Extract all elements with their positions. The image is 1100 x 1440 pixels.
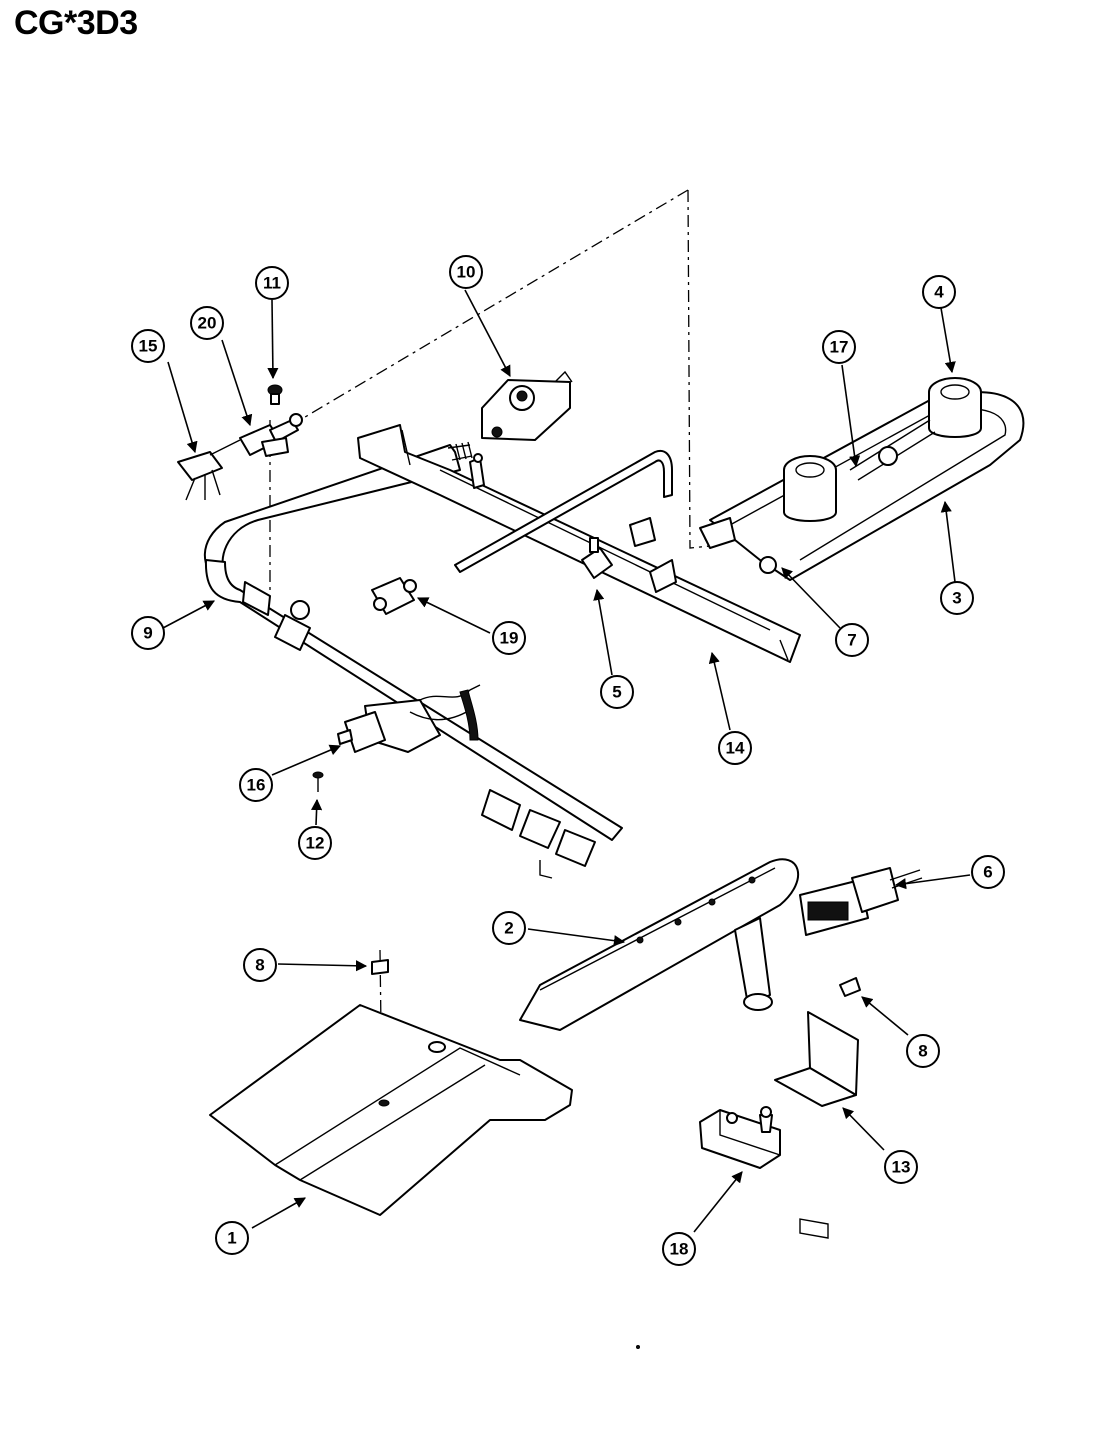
callout-1-label: 1 <box>227 1229 236 1248</box>
stray-dot <box>636 1345 640 1349</box>
callout-13: 13 <box>884 1150 918 1184</box>
callout-4: 4 <box>922 275 956 309</box>
callout-8a-label: 8 <box>255 956 264 975</box>
callout-5-label: 5 <box>612 683 621 702</box>
callout-6-label: 6 <box>983 863 992 882</box>
manifold-brackets <box>242 581 596 879</box>
part-16-gas-valve <box>337 684 481 753</box>
part-3-burner-assembly <box>699 377 1025 581</box>
part-8-clip-left <box>371 959 389 975</box>
callout-20-label: 20 <box>198 314 217 333</box>
part-11-screw <box>267 384 283 405</box>
callout-19-label: 19 <box>500 629 519 648</box>
callout-5: 5 <box>600 675 634 709</box>
callout-1: 1 <box>215 1221 249 1255</box>
callout-15: 15 <box>131 329 165 363</box>
callout-8b-label: 8 <box>918 1042 927 1061</box>
callout-16-label: 16 <box>247 776 266 795</box>
callout-4-label: 4 <box>934 283 944 302</box>
callout-7-label: 7 <box>847 631 856 650</box>
callout-17-label: 17 <box>830 338 849 357</box>
callout-20: 20 <box>190 306 224 340</box>
callout-9-label: 9 <box>143 624 152 643</box>
callout-14-label: 14 <box>726 739 745 758</box>
part-12-screw <box>312 771 324 792</box>
part-20-valve-fitting <box>239 413 303 457</box>
callout-3-label: 3 <box>952 589 961 608</box>
callout-10-label: 10 <box>457 263 476 282</box>
callout-17: 17 <box>822 330 856 364</box>
callout-9: 9 <box>131 616 165 650</box>
callout-19: 19 <box>492 621 526 655</box>
callout-16: 16 <box>239 768 273 802</box>
callout-7: 7 <box>835 623 869 657</box>
part-18-orifice-block <box>699 1106 781 1169</box>
callout-18: 18 <box>662 1232 696 1266</box>
callout-13-label: 13 <box>892 1158 911 1177</box>
callout-2-label: 2 <box>504 919 513 938</box>
part-15-igniter-switch <box>177 439 241 501</box>
bent-tube <box>454 450 673 573</box>
callout-6: 6 <box>971 855 1005 889</box>
callout-12: 12 <box>298 826 332 860</box>
part-5-orifice-hood <box>469 453 677 593</box>
leader-lines <box>162 289 971 1233</box>
callout-11: 11 <box>255 266 289 300</box>
part-8-clip-right <box>839 977 861 997</box>
part-1-base-plate <box>209 1004 573 1216</box>
part-6-igniter <box>799 867 923 936</box>
callout-12-label: 12 <box>306 834 325 853</box>
part-2-oven-burner <box>519 858 799 1031</box>
callout-14: 14 <box>718 731 752 765</box>
callout-8a: 8 <box>243 948 277 982</box>
part-13-bracket <box>774 1011 859 1239</box>
diagram-title: CG*3D3 <box>14 4 138 42</box>
callout-18-label: 18 <box>670 1240 689 1259</box>
callout-8b: 8 <box>906 1034 940 1068</box>
callout-11-label: 11 <box>263 274 281 293</box>
callout-10: 10 <box>449 255 483 289</box>
callout-2: 2 <box>492 911 526 945</box>
callout-3: 3 <box>940 581 974 615</box>
part-19-valve <box>371 577 417 615</box>
part-14-burner-rail <box>357 424 801 663</box>
callout-15-label: 15 <box>139 337 158 356</box>
part-10-orifice-block <box>481 370 573 441</box>
